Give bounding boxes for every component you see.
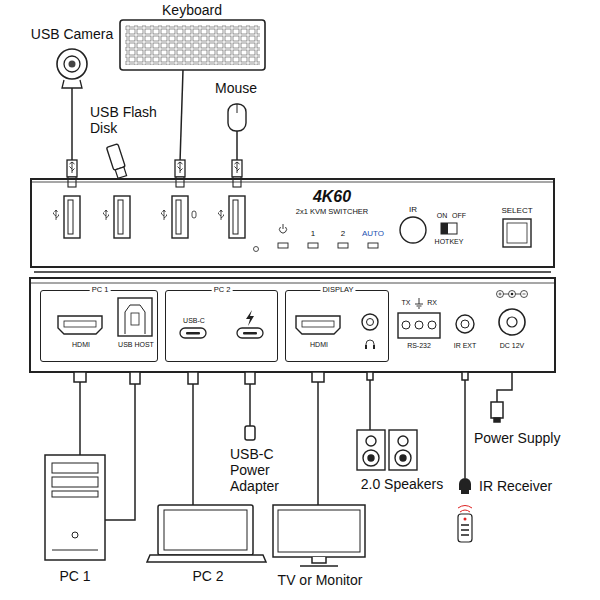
monitor [273, 505, 365, 566]
cables [74, 372, 512, 520]
port-label: DC 12V [500, 342, 525, 350]
laptop [147, 505, 266, 562]
port-group: DISPLAYHDMI [285, 290, 389, 362]
mouse [228, 104, 246, 187]
led-label: 1 [311, 229, 315, 238]
led-label: 2 [341, 229, 345, 238]
usb-flash-disk [106, 144, 128, 179]
sensor-label: IR [409, 205, 417, 214]
device-label: IR Receiver [479, 478, 552, 494]
device-label: 2.0 Speakers [361, 476, 444, 492]
keyboard [120, 20, 265, 187]
port-label: IR EXT [454, 342, 477, 350]
switch-label: OFF [452, 212, 466, 220]
panel-heading: 4K60 [313, 188, 351, 206]
port-label: USB HOST [118, 341, 154, 349]
switch-label: HOTKEY [435, 238, 464, 246]
device-label: Keyboard [162, 2, 222, 18]
port-group: PC 2USB-C [165, 290, 278, 362]
usb-camera [57, 49, 87, 187]
rear-panel [30, 278, 555, 372]
port-label: HDMI [72, 341, 90, 349]
panel-heading: PC 2 [212, 286, 233, 295]
panel-subtitle: 2x1 KVM SWITCHER [296, 208, 369, 217]
front-panel-details [30, 182, 555, 272]
ir-receiver [458, 478, 472, 542]
port-label: USB-C [183, 317, 205, 325]
device-label: USB Flash Disk [90, 104, 160, 136]
device-label: USB-C Power Adapter [230, 446, 292, 494]
port-group: PC 1HDMIUSB HOST [40, 290, 158, 362]
speakers [357, 430, 417, 470]
terminal-label: RX [427, 299, 437, 307]
terminal-label: TX [402, 299, 411, 307]
device-label: PC 2 [192, 568, 223, 584]
front-panel: 4K60 2x1 KVM SWITCHER [30, 178, 555, 268]
device-label: Mouse [215, 80, 257, 96]
switch-label: ON [437, 212, 448, 220]
panel-heading: DISPLAY [320, 286, 355, 295]
device-label: PC 1 [59, 568, 90, 584]
port-label: RS-232 [407, 342, 431, 350]
device-label: USB Camera [31, 26, 113, 42]
led-label: AUTO [362, 229, 384, 238]
device-label: TV or Monitor [278, 572, 363, 588]
pc1-tower [45, 455, 105, 560]
port-label: HDMI [310, 341, 328, 349]
device-label: Power Supply [474, 430, 560, 446]
panel-heading: PC 1 [90, 286, 111, 295]
button-label: SELECT [501, 206, 532, 215]
